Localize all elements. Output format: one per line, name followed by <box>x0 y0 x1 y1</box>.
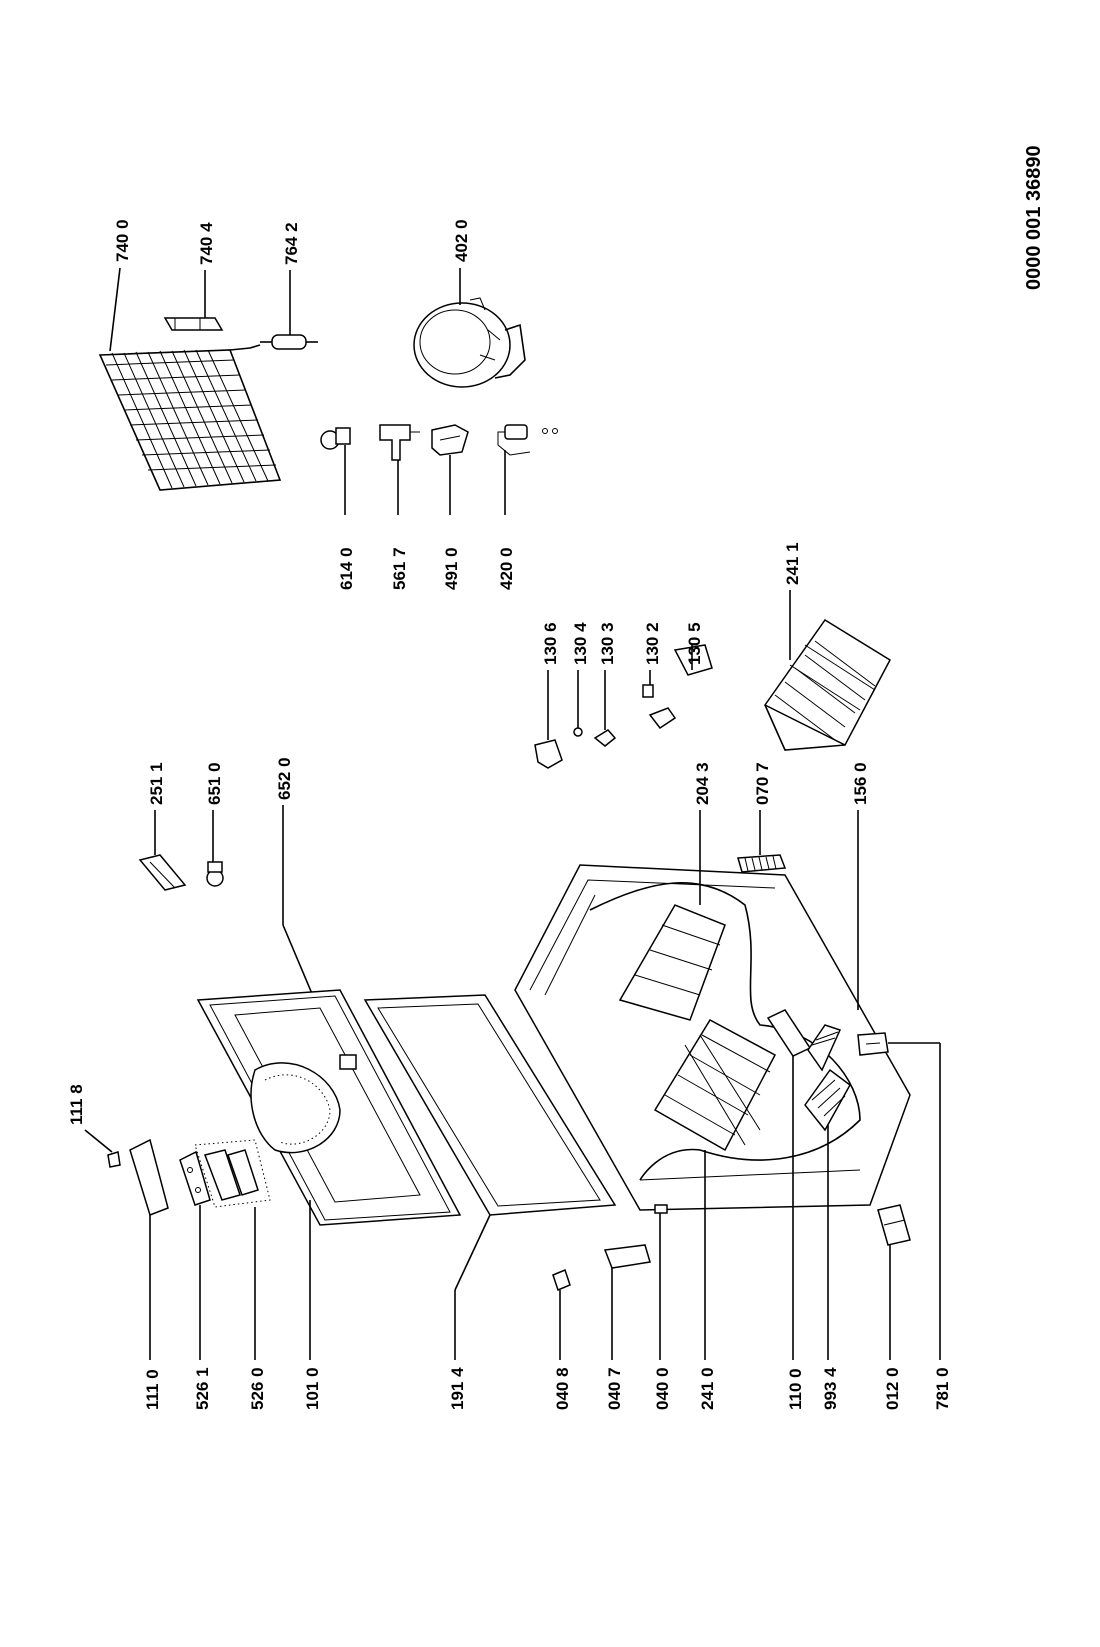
label-7642: 764 2 <box>282 222 301 265</box>
part-1304 <box>573 727 583 737</box>
lamp-bulb <box>206 861 224 887</box>
label-4020: 402 0 <box>452 219 471 262</box>
label-4910: 491 0 <box>442 547 461 590</box>
part-1302 <box>642 684 677 730</box>
label-4200: 420 0 <box>497 547 516 590</box>
part-1306 <box>534 739 563 769</box>
foot-0408 <box>552 1268 571 1292</box>
label-9934: 993 4 <box>821 1367 840 1410</box>
leader-7400 <box>109 267 121 352</box>
foot-0400 <box>654 1204 668 1214</box>
label-1303: 130 3 <box>598 622 617 665</box>
part-1305 <box>673 644 713 676</box>
handle-1110 <box>129 1138 169 1216</box>
label-1118: 111 8 <box>67 1084 86 1125</box>
label-6140: 614 0 <box>337 547 356 590</box>
label-1914: 191 4 <box>448 1367 467 1410</box>
document-number: 0000 001 36890 <box>1023 145 1045 290</box>
freezer-lid <box>196 989 462 1226</box>
label-6520: 652 0 <box>275 757 294 800</box>
grid-part <box>807 1024 842 1072</box>
label-0120: 012 0 <box>883 1367 902 1410</box>
vent-grille <box>737 854 787 873</box>
compressor <box>413 297 526 388</box>
basket-2410 <box>653 1019 777 1152</box>
label-0408: 040 8 <box>553 1367 572 1410</box>
label-2043: 204 3 <box>693 762 712 805</box>
label-5617: 561 7 <box>390 547 409 590</box>
condenser-coil <box>98 344 282 491</box>
label-0400: 040 0 <box>653 1367 672 1410</box>
label-2410: 241 0 <box>698 1367 717 1410</box>
label-6510: 651 0 <box>205 762 224 805</box>
label-1560: 156 0 <box>851 762 870 805</box>
label-1100: 110 0 <box>786 1368 805 1410</box>
label-5260: 526 0 <box>248 1367 267 1410</box>
part-1118 <box>107 1151 121 1168</box>
lamp-cover <box>138 854 187 891</box>
label-1306: 130 6 <box>541 622 560 665</box>
label-0707: 070 7 <box>753 762 772 805</box>
label-1305: 130 5 <box>685 622 704 665</box>
label-1010: 101 0 <box>303 1367 322 1410</box>
lid-gasket <box>363 994 617 1216</box>
label-1304: 130 4 <box>571 622 590 665</box>
label-5261: 526 1 <box>193 1367 212 1410</box>
label-7810: 781 0 <box>933 1367 952 1410</box>
clip-part <box>163 317 224 331</box>
filter-drier <box>260 334 318 350</box>
leader-1118 <box>84 1129 113 1153</box>
sensor-part <box>379 424 420 461</box>
badge-7810 <box>857 1032 889 1056</box>
bracket-0120 <box>877 1204 911 1246</box>
leader-1914 <box>454 1214 491 1291</box>
shelf-2043 <box>618 904 726 1021</box>
label-2411: 241 1 <box>783 542 802 585</box>
control-panel <box>804 1068 851 1132</box>
relay-part <box>431 424 469 456</box>
hinge-5260 <box>194 1139 271 1208</box>
thermostat-part <box>320 427 351 450</box>
hinge-5261 <box>179 1150 211 1206</box>
basket-2411 <box>763 618 891 751</box>
label-2511: 251 1 <box>147 762 166 805</box>
part-1303 <box>593 729 617 747</box>
capacitor-part <box>497 424 558 456</box>
label-7404: 740 4 <box>197 222 216 265</box>
label-7400: 740 0 <box>113 219 132 262</box>
foot-0407 <box>603 1244 651 1269</box>
label-1302: 130 2 <box>643 622 662 665</box>
label-1110: 111 0 <box>143 1369 162 1410</box>
label-0407: 040 7 <box>605 1367 624 1410</box>
